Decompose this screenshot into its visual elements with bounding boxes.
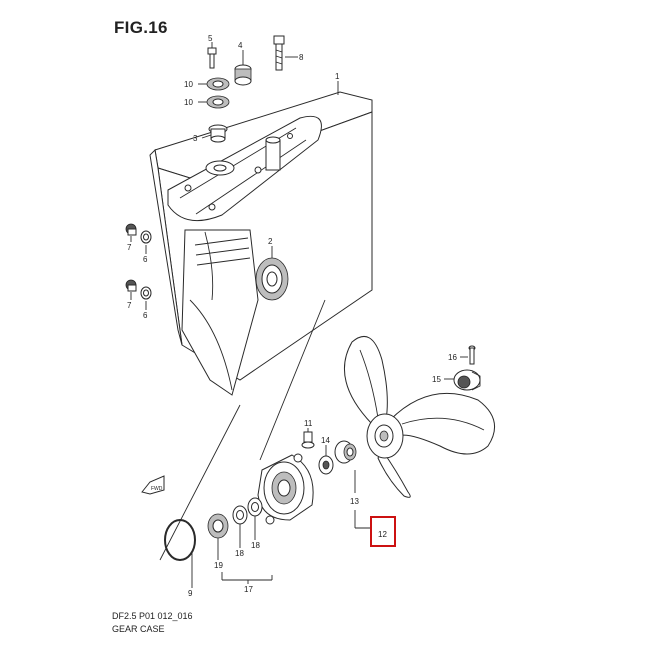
bolt-8[interactable] bbox=[273, 35, 285, 71]
callout-11: 11 bbox=[304, 419, 313, 428]
callout-7b: 7 bbox=[127, 301, 132, 310]
callout-6b: 6 bbox=[143, 311, 148, 320]
plug-7b[interactable] bbox=[125, 279, 137, 292]
bearing-2[interactable] bbox=[255, 257, 289, 301]
oil-seal-18b[interactable] bbox=[232, 505, 248, 525]
bearing-19[interactable] bbox=[207, 513, 229, 539]
callout-18b: 18 bbox=[235, 549, 244, 558]
bolt-5[interactable] bbox=[207, 47, 217, 69]
callout-12: 12 bbox=[378, 530, 387, 539]
gasket-6b[interactable] bbox=[140, 286, 152, 300]
callout-3: 3 bbox=[193, 134, 198, 143]
callout-10a: 10 bbox=[184, 80, 193, 89]
figure-code: DF2.5 P01 012_016 bbox=[112, 611, 193, 621]
callout-6a: 6 bbox=[143, 255, 148, 264]
bushing-13[interactable] bbox=[334, 440, 357, 464]
bushing-3[interactable] bbox=[208, 124, 228, 143]
callout-13: 13 bbox=[350, 497, 359, 506]
oil-seal-18a[interactable] bbox=[247, 497, 263, 517]
callout-7a: 7 bbox=[127, 243, 132, 252]
gasket-6a[interactable] bbox=[140, 230, 152, 244]
figure-title: FIG.16 bbox=[114, 18, 168, 37]
callout-18a: 18 bbox=[251, 541, 260, 550]
o-ring-9[interactable] bbox=[164, 519, 196, 561]
callout-16: 16 bbox=[448, 353, 457, 362]
plug-7a[interactable] bbox=[125, 223, 137, 236]
callout-labels: 5 4 8 10 10 3 1 2 7 6 7 6 16 15 11 14 13… bbox=[127, 34, 457, 598]
callout-19: 19 bbox=[214, 561, 223, 570]
oil-seal-10b[interactable] bbox=[206, 95, 230, 109]
bolt-11[interactable] bbox=[301, 431, 315, 449]
shaft-housing[interactable] bbox=[257, 453, 314, 525]
oil-seal-10a[interactable] bbox=[206, 77, 230, 91]
washer-13[interactable] bbox=[318, 455, 334, 475]
leader-lines bbox=[130, 42, 468, 588]
gear-case-housing[interactable] bbox=[149, 91, 373, 396]
callout-2: 2 bbox=[268, 237, 273, 246]
figure-name: GEAR CASE bbox=[112, 624, 165, 634]
callout-9: 9 bbox=[188, 589, 193, 598]
callout-10b: 10 bbox=[184, 98, 193, 107]
bushing-4[interactable] bbox=[234, 64, 252, 86]
callout-14: 14 bbox=[321, 436, 330, 445]
callout-15: 15 bbox=[432, 375, 441, 384]
propeller-14[interactable] bbox=[344, 336, 496, 498]
nut-15[interactable] bbox=[453, 369, 481, 391]
callout-4: 4 bbox=[238, 41, 243, 50]
forward-arrow-icon: FWD bbox=[141, 475, 165, 495]
callout-17: 17 bbox=[244, 585, 253, 594]
cotter-pin-16[interactable] bbox=[468, 345, 476, 365]
callout-5: 5 bbox=[208, 34, 213, 43]
callout-8: 8 bbox=[299, 53, 304, 62]
callout-1: 1 bbox=[335, 72, 340, 81]
svg-text:FWD: FWD bbox=[151, 486, 163, 492]
highlight-box-part-12[interactable] bbox=[370, 516, 396, 547]
